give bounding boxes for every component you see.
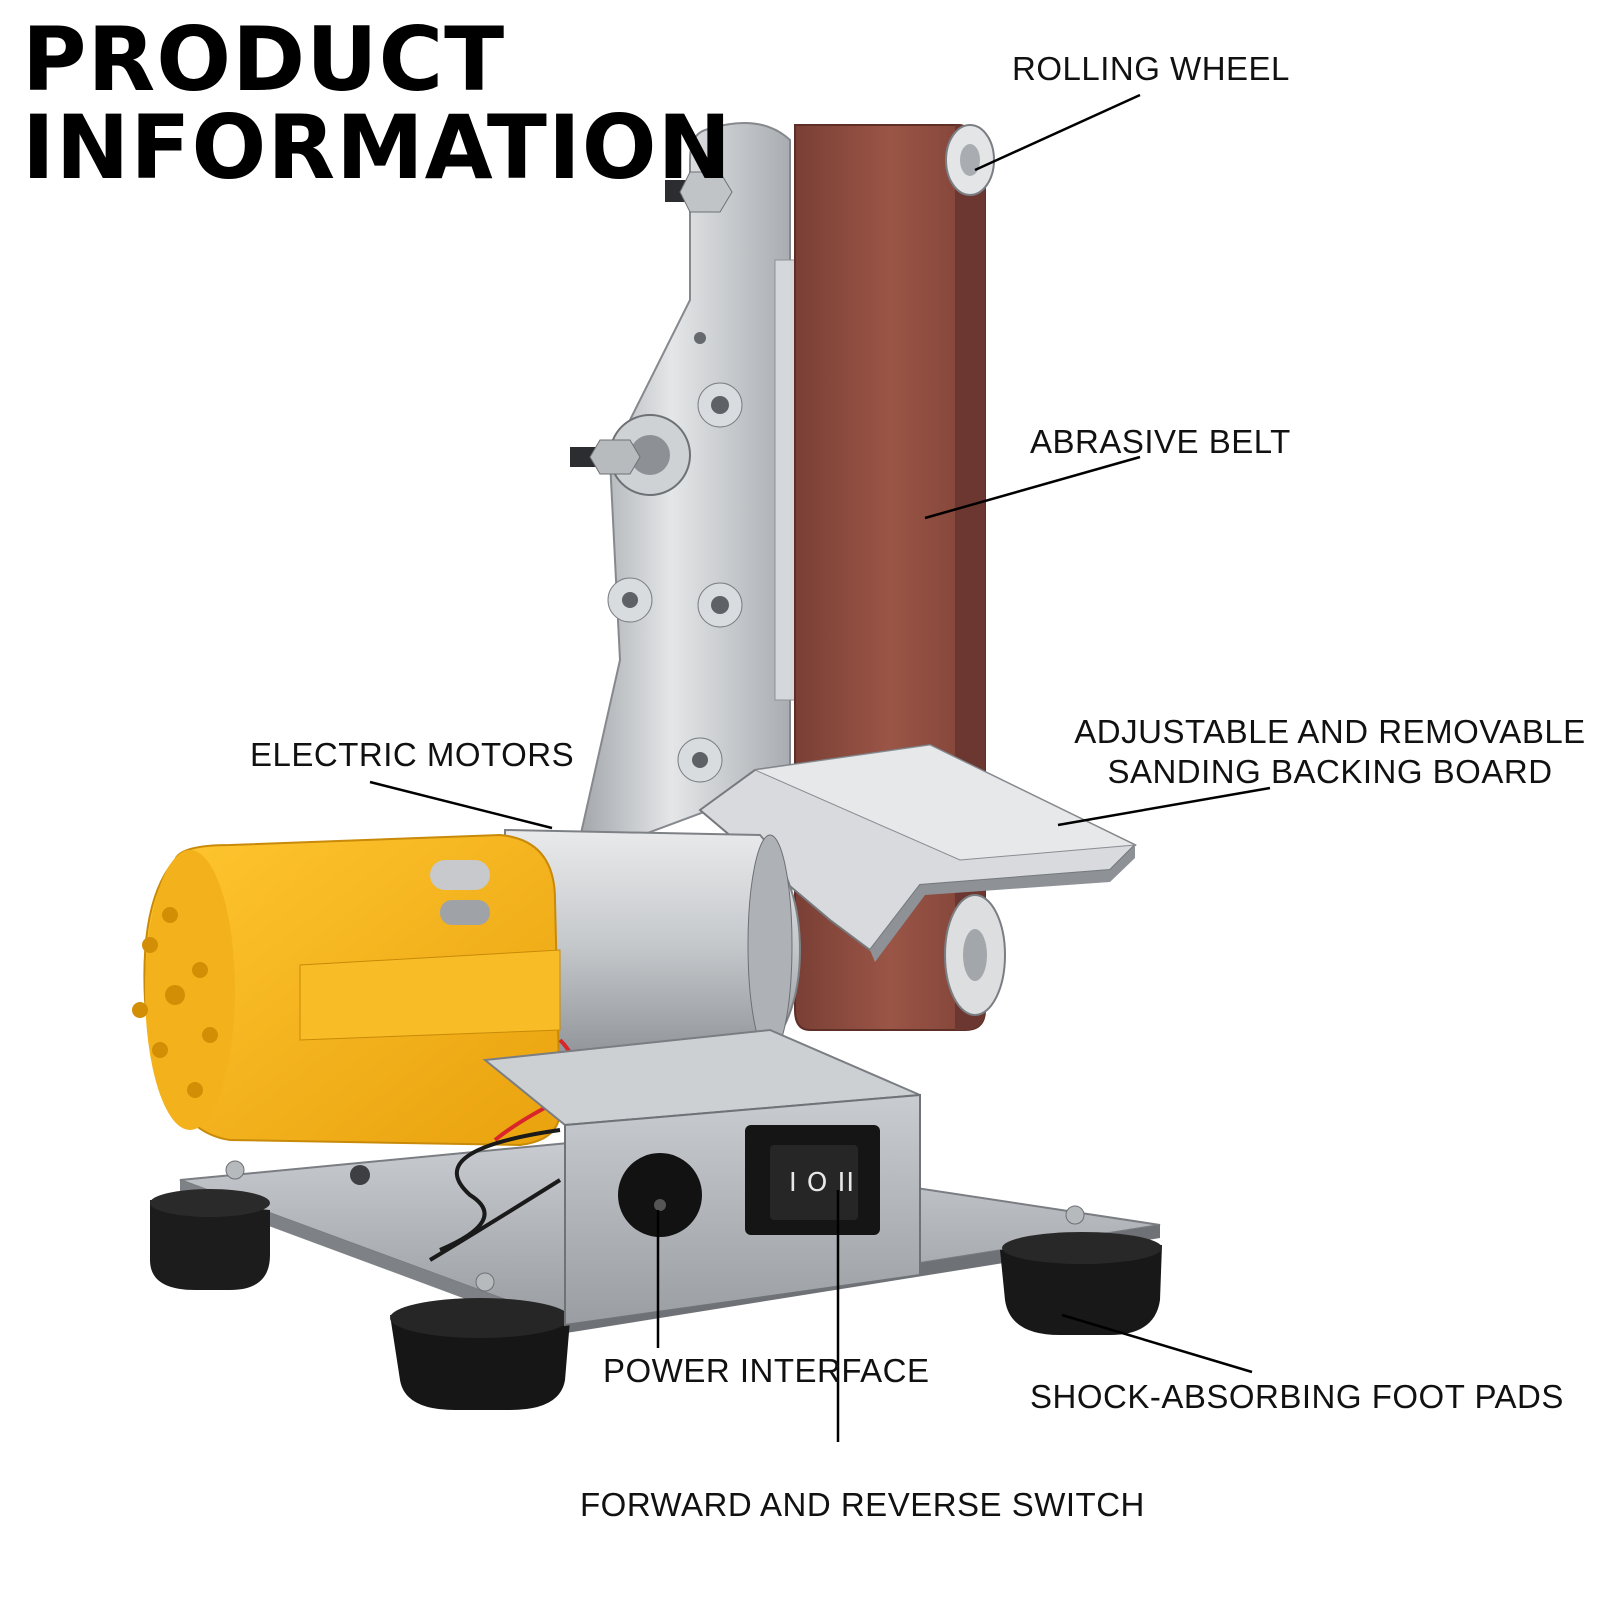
motor-body <box>504 828 802 1061</box>
label-abrasive-belt: ABRASIVE BELT <box>1030 423 1291 460</box>
label-foot-pads: SHOCK-ABSORBING FOOT PADS <box>1030 1378 1564 1415</box>
label-backing-board: ADJUSTABLE AND REMOVABLE SANDING BACKING… <box>1070 712 1590 792</box>
motor-cap <box>132 833 562 1147</box>
label-rolling-wheel: ROLLING WHEEL <box>1012 50 1290 87</box>
frame-arm <box>570 121 806 862</box>
label-backing-board-line-1: ADJUSTABLE AND REMOVABLE <box>1074 713 1586 750</box>
page-title-line-2: INFORMATION <box>22 96 733 199</box>
backing-board <box>698 743 1137 962</box>
label-power-interface: POWER INTERFACE <box>603 1352 930 1389</box>
page-title-line-1: PRODUCT <box>22 8 506 111</box>
switch-housing <box>482 1028 921 1327</box>
label-switch: FORWARD AND REVERSE SWITCH <box>580 1486 1145 1523</box>
switch-symbol: I O II <box>789 1168 855 1198</box>
label-backing-board-line-2: SANDING BACKING BOARD <box>1107 753 1553 790</box>
label-electric-motors: ELECTRIC MOTORS <box>250 736 575 773</box>
foot-pads <box>150 1160 1162 1410</box>
